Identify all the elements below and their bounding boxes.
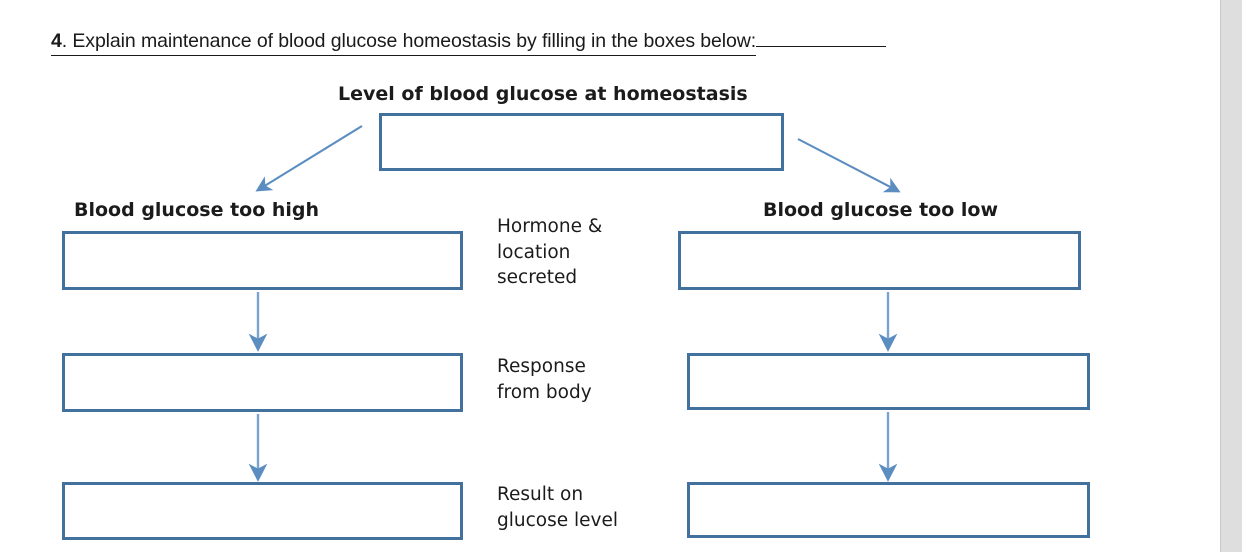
question-heading: 4. Explain maintenance of blood glucose … (51, 30, 1151, 56)
answer-box-left-result[interactable] (62, 482, 463, 540)
branch-arrow-left (255, 125, 363, 192)
question-number: 4 (51, 30, 62, 52)
row-label-response: Response from body (497, 356, 592, 403)
top-label: Level of blood glucose at homeostasis (338, 83, 748, 105)
left-branch-label: Blood glucose too high (74, 199, 320, 221)
branch-arrow-right (797, 138, 901, 193)
question-text: . Explain maintenance of blood glucose h… (61, 30, 757, 52)
answer-box-right-response[interactable] (687, 353, 1090, 410)
page-gutter-strip (1220, 0, 1242, 552)
row-label-hormone: Hormone & location secreted (497, 216, 603, 288)
answer-box-right-result[interactable] (687, 482, 1090, 538)
right-branch-label: Blood glucose too low (763, 199, 999, 221)
row-label-result: Result on glucose level (497, 484, 618, 531)
answer-box-right-hormone[interactable] (678, 231, 1081, 290)
question-underline-tail (756, 44, 887, 47)
answer-box-left-response[interactable] (62, 353, 463, 412)
answer-box-top[interactable] (379, 113, 784, 171)
answer-box-left-hormone[interactable] (62, 231, 463, 290)
